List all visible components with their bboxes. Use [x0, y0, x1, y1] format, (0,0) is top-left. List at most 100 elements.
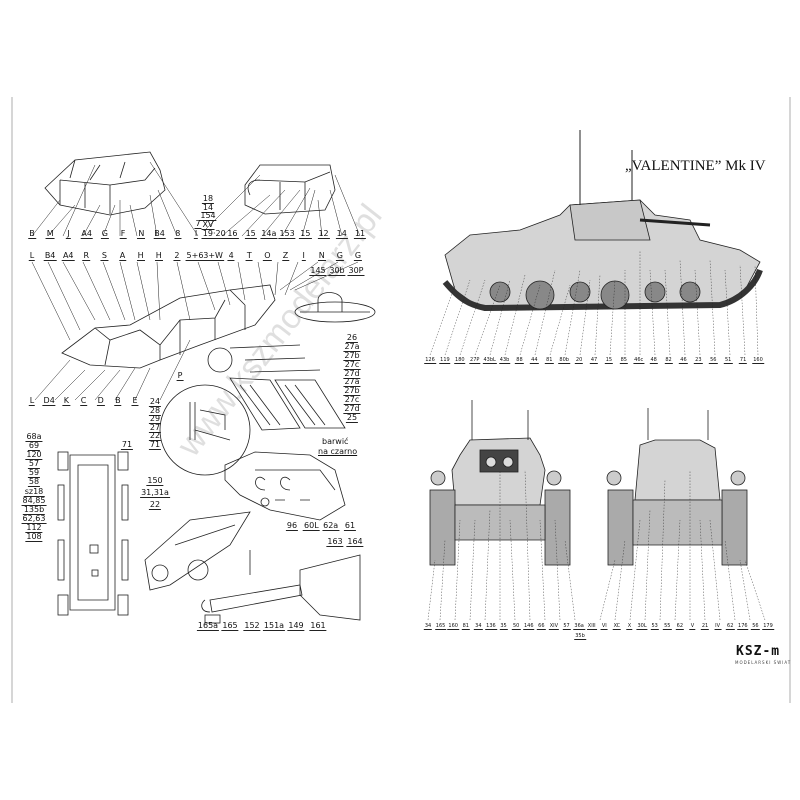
part-label: 27b — [343, 350, 361, 361]
part-label: 60L — [303, 521, 320, 531]
part-label: 25 — [345, 413, 359, 423]
front-hull-drawing — [44, 151, 166, 216]
part-label: 11 — [353, 229, 367, 239]
part-label: 56 — [709, 357, 718, 364]
part-label: sz18 — [23, 486, 45, 497]
part-label-7: 7 — [194, 219, 202, 229]
part-label: XIII — [586, 623, 597, 630]
part-label: 19·20 — [201, 229, 227, 239]
part-label-35b: 35b — [574, 633, 586, 640]
part-label: 160 — [447, 623, 459, 630]
part-label-p: P — [176, 371, 184, 381]
part-label: 120 — [25, 450, 43, 461]
part-label: 179 — [762, 623, 774, 630]
part-label: A4 — [80, 229, 93, 239]
part-label: 22 — [148, 431, 162, 442]
part-label: H — [136, 251, 145, 261]
sheet-frame — [11, 97, 791, 703]
part-label: T — [245, 251, 253, 261]
part-label: 15 — [604, 357, 614, 364]
part-label: 71 — [148, 440, 162, 450]
part-label: 82 — [664, 357, 673, 364]
part-label: 146 — [522, 623, 535, 630]
fender-drawing — [294, 292, 376, 323]
part-label: 14 — [201, 202, 215, 213]
part-label: 27 — [148, 422, 162, 433]
part-label: 34 — [423, 623, 433, 630]
part-label: 14a — [260, 229, 278, 239]
part-label: 165 — [221, 621, 239, 631]
part-label: 44 — [530, 357, 539, 364]
part-label: 51 — [723, 357, 733, 364]
part-label: 26 — [345, 333, 359, 343]
part-label: R — [82, 251, 91, 261]
part-label: 135b — [22, 504, 46, 515]
part-label: 68a — [25, 432, 43, 442]
part-label: 50 — [511, 623, 521, 630]
part-label: 22 — [148, 500, 162, 510]
part-label: 165 — [434, 623, 447, 630]
leader-lines — [31, 161, 361, 401]
part-label: V — [689, 623, 696, 630]
part-label: 88 — [515, 357, 524, 364]
part-label: 27c — [343, 359, 361, 370]
part-label: 96 — [285, 521, 299, 531]
part-label: 154 — [199, 211, 217, 222]
part-label: N — [317, 251, 326, 261]
part-label: 53 — [650, 623, 659, 630]
running-gear-drawing — [57, 451, 129, 616]
ksz-logo: KSZ-m — [736, 644, 781, 659]
part-label: D4 — [42, 396, 56, 406]
side-view-leaders — [429, 250, 759, 356]
part-label: L — [28, 251, 36, 261]
rear-hull-drawing — [224, 451, 346, 521]
part-label: B4 — [43, 251, 57, 261]
part-label: 161 — [309, 621, 327, 631]
part-label: A4 — [61, 251, 75, 261]
part-label: 5+6 — [185, 251, 205, 261]
part-label: 2 — [173, 251, 181, 261]
part-label: 126 — [424, 357, 436, 364]
part-label: 31,31a — [140, 488, 170, 498]
part-label: 27d — [343, 368, 361, 379]
part-label: 180 — [454, 357, 466, 364]
part-label: 69 — [27, 441, 41, 452]
part-label: 145 — [309, 266, 327, 276]
part-label: 119 — [439, 357, 451, 364]
part-label: 36a — [573, 623, 585, 630]
part-label: 71 — [738, 357, 748, 364]
part-label: 150 — [146, 476, 164, 486]
part-label: B — [114, 396, 122, 406]
part-label: S — [100, 251, 108, 261]
part-label: 27d — [343, 404, 361, 415]
gun-drawing — [201, 554, 361, 624]
part-label: 163 — [326, 537, 344, 547]
part-label: 48 — [649, 357, 658, 364]
part-label: 43bL — [482, 357, 497, 364]
part-label: B — [28, 229, 36, 239]
part-label: 24 — [148, 397, 162, 407]
side-view-tank — [442, 130, 763, 312]
part-label: 28 — [148, 405, 162, 416]
part-label: 4 — [227, 251, 235, 261]
part-label: 85 — [619, 357, 628, 364]
part-label: 21 — [700, 623, 710, 630]
rear-armor-drawing — [144, 511, 251, 591]
part-label: 108 — [25, 532, 43, 542]
part-label: B4 — [153, 229, 166, 239]
part-label: 59 — [27, 468, 41, 479]
part-label: 30P — [347, 266, 365, 276]
part-label: 62,63 — [21, 513, 47, 524]
part-label: L — [28, 396, 36, 406]
part-label: G — [353, 251, 363, 261]
part-label: O — [263, 251, 272, 261]
floor-plates-drawing — [207, 344, 346, 431]
front-view-tank — [429, 400, 571, 566]
part-label: 61 — [343, 521, 357, 531]
part-label: 57 — [27, 459, 41, 470]
detail-magnifier-drawing — [159, 384, 251, 476]
part-label: I — [193, 229, 199, 239]
front-rear-leaders — [427, 469, 766, 621]
turret-drawing — [244, 164, 336, 215]
